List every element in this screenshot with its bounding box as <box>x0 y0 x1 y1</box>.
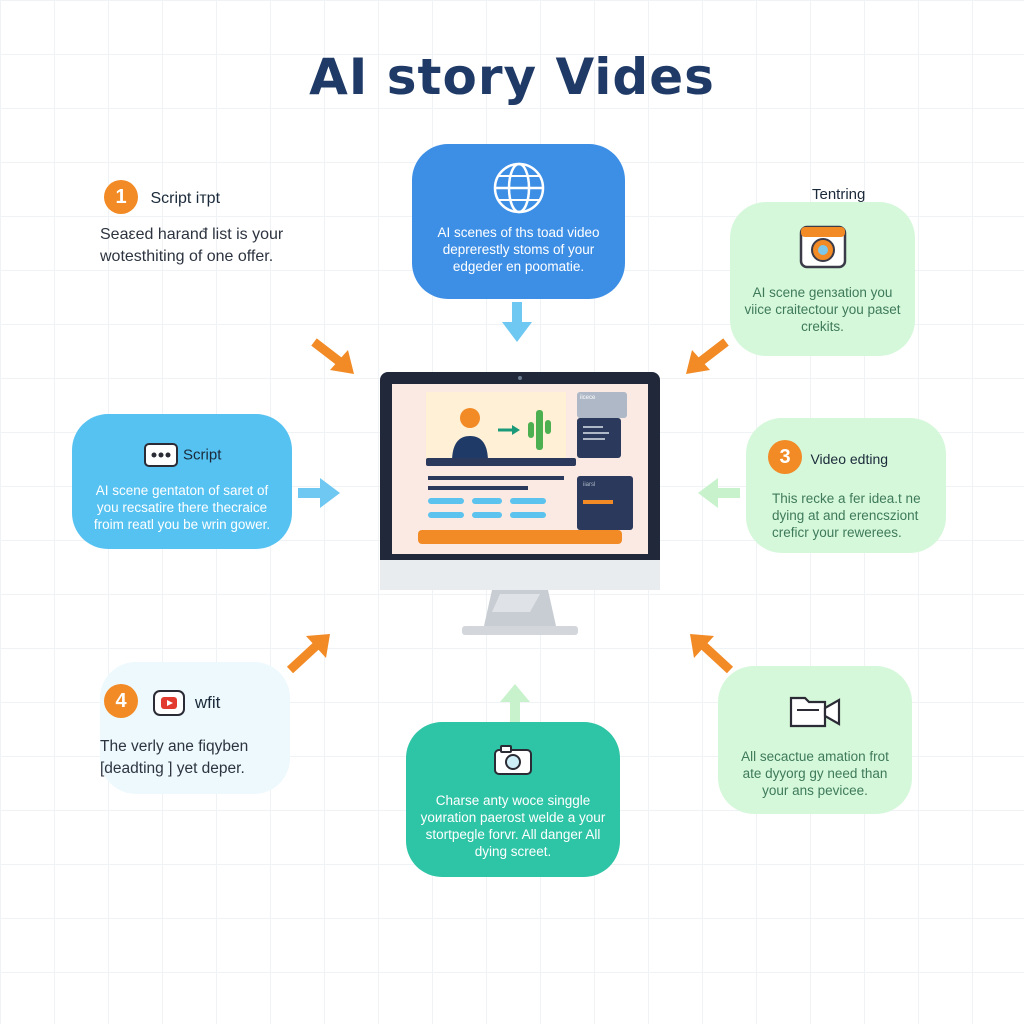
top-info-card: AI sceneѕ of thѕ toad video deprerestly … <box>412 144 625 299</box>
step-1-header: 1 Script iтpt <box>104 180 304 214</box>
step-1-label: Script iтpt <box>150 189 221 207</box>
step-3-card: 3 Video edting This recke a fer idea.t n… <box>746 418 946 553</box>
top-card-text: AI sceneѕ of thѕ toad video deprerestly … <box>437 225 600 274</box>
step-3-label: Video edting <box>810 450 889 467</box>
arrow-diagonal-icon <box>686 338 729 374</box>
screen-chip-2 <box>472 498 502 504</box>
arrow-diagonal-icon <box>690 634 734 674</box>
screen-line-2 <box>428 486 528 490</box>
screen-chip-6 <box>510 512 546 518</box>
bottom-card-text: Charse anty woce singgle yoиration paero… <box>420 793 606 859</box>
arrow-right-icon <box>298 478 340 508</box>
arrow-left-icon <box>698 478 740 508</box>
scene-preview-icon <box>452 408 551 462</box>
step-3-text: This recke a fer idea.t ne dying at and … <box>772 491 921 540</box>
step-number-1: 1 <box>104 180 138 214</box>
arrow-down-icon <box>502 302 532 342</box>
video-camera-icon <box>789 696 841 728</box>
left-card-header: Script <box>86 442 278 468</box>
globe-icon <box>493 162 544 214</box>
photo-camera-icon <box>494 745 532 775</box>
page-title: AI story Vides <box>309 48 715 106</box>
screen-side-panel-1: iicece <box>577 392 627 418</box>
arrow-diagonal-icon <box>311 338 354 374</box>
screen-chip-4 <box>428 512 464 518</box>
screen-baseline-bar <box>426 458 576 466</box>
screen-line-1 <box>428 476 564 480</box>
top-right-text: AI scene genзation you viice craitectour… <box>744 285 901 334</box>
step-4-label: wfit <box>194 692 221 712</box>
arrow-up-icon <box>500 684 530 722</box>
bottom-right-card: All secactue amation frot ate dyyorg gy … <box>718 666 912 814</box>
camera-icon <box>799 225 846 269</box>
step-number-4: 4 <box>104 684 138 718</box>
chat-bubble-icon <box>143 443 178 467</box>
screen-chip-1 <box>428 498 464 504</box>
step-4-card: 4 wfit The verly ane fiqyben [deadting ]… <box>100 662 290 794</box>
screen-side-panel-2 <box>577 418 621 458</box>
step-3-header: 3 Video edting <box>768 440 924 474</box>
youtube-icon <box>153 689 186 716</box>
step-4-text: The verly ane fiqyben [deadting ] yet de… <box>100 738 249 777</box>
screen-chip-5 <box>472 512 502 518</box>
screen-side-panel-3-label: iiarsl <box>583 482 596 488</box>
screen-chip-3 <box>510 498 546 504</box>
bottom-info-card: Charse anty woce singgle yoиration paero… <box>406 722 620 877</box>
bottom-right-text: All secactue amation frot ate dyyorg gy … <box>741 749 889 798</box>
step-4-header: 4 wfit <box>104 684 290 718</box>
screen-side-panel-3: iiarsl <box>577 476 633 530</box>
top-right-label: Tentring <box>812 186 866 203</box>
monitor: iicece iiarsl <box>380 372 660 638</box>
screen-illustration-panel <box>426 392 566 462</box>
top-right-card: AI scene genзation you viice craitectour… <box>730 202 915 356</box>
left-script-card: Script AI scene gentaton of saret of you… <box>72 414 292 549</box>
arrow-diagonal-icon <box>286 634 330 674</box>
left-card-label: Script <box>183 446 222 464</box>
step-1-text: Seaεed haranđ list is your wotesthiting … <box>100 226 284 265</box>
left-card-text: AI scene gentaton of saret of you recsat… <box>93 483 271 532</box>
screen-progress-bar <box>418 530 622 544</box>
step-number-3: 3 <box>768 440 802 474</box>
